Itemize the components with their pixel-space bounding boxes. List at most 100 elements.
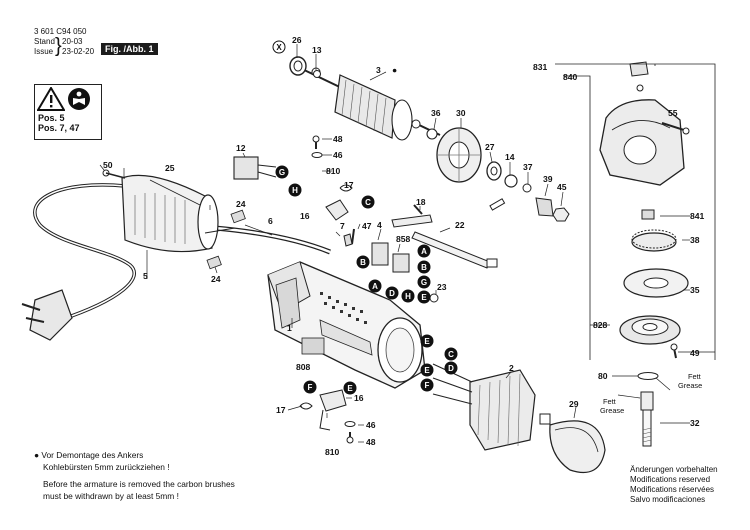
switch-12: [233, 156, 277, 180]
note-de-line2: Kohlebürsten 5mm zurückziehen !: [43, 462, 170, 472]
marker-f-2: F: [303, 380, 317, 394]
mains-plug: [21, 289, 73, 341]
part-label-5: 5: [143, 271, 148, 281]
part-label-45: 45: [557, 182, 567, 192]
rear-cap: [102, 169, 219, 253]
part-label-841: 841: [690, 211, 705, 221]
fett-label-2: Fett: [603, 397, 616, 406]
part-label-4: 4: [377, 220, 382, 230]
marker-d-1: D: [385, 286, 399, 300]
part-label-17-bottom: 17: [276, 405, 286, 415]
warning-box: Pos. 5 Pos. 7, 47: [34, 84, 102, 140]
rating-sticker: [301, 337, 325, 355]
svg-text:F: F: [425, 381, 430, 390]
marker-h-2: H: [401, 289, 415, 303]
part-label-22: 22: [455, 220, 465, 230]
nut-37: [522, 183, 532, 193]
cable-clip-7: [343, 233, 353, 247]
svg-text:F: F: [308, 383, 313, 392]
screw-48-top: [312, 135, 320, 149]
svg-text:B: B: [360, 258, 366, 267]
key-part: [489, 198, 506, 211]
part-label-48-top: 48: [333, 134, 343, 144]
part-label-3: 3: [376, 65, 381, 75]
part-label-17-top: 17: [344, 180, 354, 190]
part-label-32: 32: [690, 418, 700, 428]
svg-text:E: E: [424, 366, 430, 375]
svg-text:X: X: [276, 43, 282, 52]
marker-f-1: F: [420, 378, 434, 392]
svg-text:E: E: [347, 384, 353, 393]
part-label-46-bottom: 46: [366, 420, 376, 430]
svg-text:D: D: [389, 289, 395, 298]
stand-date: 20-03: [62, 37, 83, 46]
marker-a-2: A: [417, 244, 431, 258]
field-coil: [432, 363, 536, 451]
issue-label: Issue: [34, 47, 54, 56]
modifications-fr: Modifications réservées: [630, 485, 715, 494]
part-label-50: 50: [103, 160, 113, 170]
armature: [299, 67, 441, 141]
marker-e-4: E: [343, 381, 357, 395]
note-en-line2: must be withdrawn by at least 5mm !: [43, 491, 179, 501]
part-label-35: 35: [690, 285, 700, 295]
part-label-49: 49: [690, 348, 700, 358]
marker-e-1: E: [417, 290, 431, 304]
part-label-1: 1: [287, 323, 292, 333]
part-number-labels: 26 13 3 36 30 27 14 37 39 45 12 48 46 81…: [103, 35, 705, 457]
nut-36: [426, 128, 438, 140]
part-label-16-top: 16: [300, 211, 310, 221]
bearing-27: [486, 161, 502, 181]
modifications-en: Modifications reserved: [630, 475, 711, 484]
grease-labels: Fett Grease Fett Grease: [600, 372, 702, 415]
washer-46-bottom: [344, 421, 356, 427]
marker-x: X: [272, 40, 286, 54]
part-label-23: 23: [437, 282, 447, 292]
grease-label-1: Grease: [678, 381, 702, 390]
svg-text:H: H: [292, 186, 298, 195]
part-label-828: 828: [593, 320, 608, 330]
part-label-37: 37: [523, 162, 533, 172]
marker-c-top: C: [361, 195, 375, 209]
figure-label: Fig. /Abb. 1: [101, 43, 158, 55]
reference-markers: X G H C B A D H A B G E E C D E F F E: [272, 40, 458, 395]
part-label-810-bottom: 810: [325, 447, 340, 457]
part-label-25: 25: [165, 163, 175, 173]
bearing-flange-828: [619, 315, 681, 345]
marker-g-top: G: [275, 165, 289, 179]
marker-e-2: E: [420, 334, 434, 348]
cable-clamp-18: [391, 204, 433, 228]
suppressor-4: [371, 242, 389, 266]
wheel-guard-29: [539, 413, 606, 474]
label-sticker: [206, 209, 246, 270]
part-label-46-top: 46: [333, 150, 343, 160]
part-label-55: 55: [668, 108, 678, 118]
warning-triangle-icon: [37, 87, 65, 111]
part-label-14: 14: [505, 152, 515, 162]
bullet-mark: ●: [392, 65, 397, 75]
screw-49: [670, 343, 678, 359]
marker-b-1: B: [356, 255, 370, 269]
spindle-lock-button-840: [629, 61, 649, 92]
gear-housing: [599, 99, 685, 186]
read-manual-icon: [68, 88, 90, 110]
bearing-26: [289, 56, 307, 76]
part-label-30: 30: [456, 108, 466, 118]
screw-48-bottom: [346, 432, 354, 444]
part-label-38: 38: [690, 235, 700, 245]
screw-47: [351, 228, 355, 245]
washer-46-top: [311, 152, 323, 158]
part-label-24-bottom: 24: [211, 274, 221, 284]
svg-text:C: C: [448, 350, 454, 359]
bearing-flange-35: [623, 268, 689, 298]
svg-text:H: H: [405, 292, 411, 301]
part-label-24-top: 24: [236, 199, 246, 209]
part-label-2: 2: [509, 363, 514, 373]
part-number: 3 601 C94 050: [34, 27, 87, 36]
part-label-27: 27: [485, 142, 495, 152]
svg-text:G: G: [421, 278, 427, 287]
marker-c-2: C: [444, 347, 458, 361]
washer-13: [313, 70, 321, 78]
part-label-808: 808: [296, 362, 311, 372]
